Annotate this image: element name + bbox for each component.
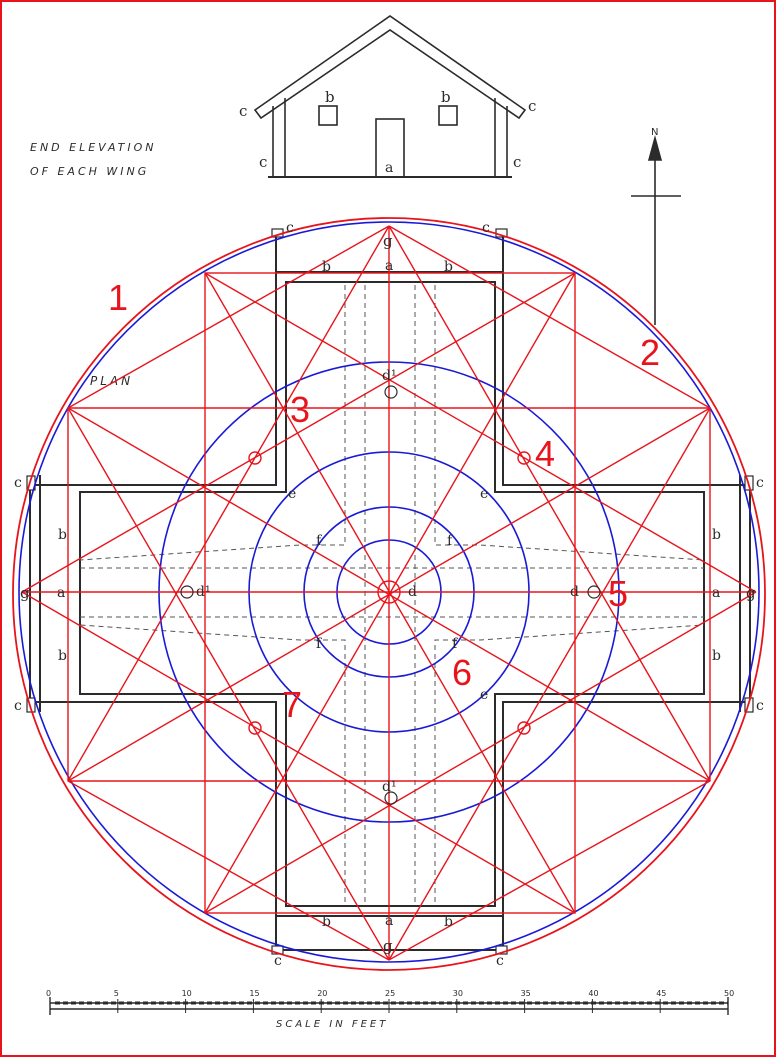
elevation-window-right [438, 105, 458, 126]
marker-2: 2 [640, 332, 660, 373]
interior-dashed [79, 285, 705, 902]
scale-tick-label: 0 [46, 989, 51, 998]
letter-b-n2: b [444, 259, 453, 275]
scale-tick-label: 10 [182, 989, 192, 998]
elevation-title-line2: OF EACH WING [30, 165, 149, 178]
letter-b-e2: b [712, 648, 721, 664]
north-label: N [651, 127, 658, 138]
letter-c-4: c [756, 475, 764, 491]
letter-b-w1: b [58, 527, 67, 543]
letter-b-w2: b [58, 648, 67, 664]
letter-d1-north: d¹ [382, 368, 397, 384]
letter-c-8: c [496, 953, 504, 969]
letter-b-s2: b [444, 914, 453, 930]
scale-tick-label: 20 [317, 989, 327, 998]
marker-4: 4 [535, 433, 555, 474]
elevation-door [375, 118, 405, 178]
letter-a-west: a [57, 585, 65, 601]
letter-g-south: g [383, 937, 393, 955]
elevation-label-c-base-right: c [513, 153, 521, 171]
letter-d1-west: d¹ [196, 584, 211, 600]
plan-letters: g g g g a a a a b b b b b b b b c c c c … [14, 220, 764, 969]
north-arrow [631, 134, 681, 325]
letter-c-5: c [14, 698, 22, 714]
inner-wall-outline [79, 281, 705, 907]
letter-d-east: d [570, 584, 579, 600]
letter-e-ne: e [480, 486, 488, 502]
marker-3: 3 [290, 389, 310, 430]
letter-f-se: f [452, 636, 459, 652]
scale-tick-labels: 0 5 10 15 20 25 30 35 40 45 50 [46, 989, 734, 1013]
plan-title: PLAN [90, 374, 133, 388]
red-markers: 1 2 3 4 5 6 7 [108, 277, 660, 725]
letter-e-se: e [480, 687, 488, 703]
scale-tick-label: 35 [521, 989, 531, 998]
letter-g-east: g [746, 584, 756, 602]
marker-1: 1 [108, 277, 128, 318]
red-geometry [12, 217, 766, 971]
elevation-label-c-roof-left: c [239, 102, 247, 120]
elevation-labels: b b a c c c c [239, 88, 536, 176]
red-rectangle [204, 272, 576, 914]
letter-d-center: d [408, 584, 417, 600]
letter-b-e1: b [712, 527, 721, 543]
marker-6: 6 [452, 652, 472, 693]
scale-tick-label: 25 [385, 989, 395, 998]
letter-a-east: a [712, 585, 720, 601]
letter-g-north: g [383, 232, 393, 250]
letter-g-west: g [20, 584, 30, 602]
letter-f-nw: f [316, 533, 323, 549]
end-elevation [253, 15, 527, 178]
elevation-title-line1: END ELEVATION [30, 141, 157, 154]
letter-f-ne: f [447, 533, 454, 549]
letter-a-south: a [385, 913, 393, 929]
scale-tick-label: 15 [249, 989, 259, 998]
elevation-label-a: a [385, 160, 393, 176]
scale-tick-label: 50 [724, 989, 734, 998]
elevation-window-left [318, 105, 338, 126]
outer-red-circle [12, 217, 766, 971]
letter-e-nw: e [288, 486, 296, 502]
letter-c-7: c [274, 953, 282, 969]
letter-c-3: c [14, 475, 22, 491]
scale-tick-label: 40 [588, 989, 598, 998]
scale-tick-label: 30 [453, 989, 463, 998]
letter-f-sw: f [316, 636, 323, 652]
marker-7: 7 [282, 684, 302, 725]
elevation-label-b-right: b [441, 88, 451, 106]
letter-c-2: c [482, 220, 490, 236]
scale-caption: SCALE IN FEET [276, 1019, 388, 1030]
elevation-label-b-left: b [325, 88, 335, 106]
elevation-label-c-roof-right: c [528, 97, 536, 115]
marker-5: 5 [608, 573, 628, 614]
scale-tick-label: 5 [114, 989, 119, 998]
outer-blue-circle [18, 221, 760, 963]
letter-c-1: c [286, 220, 294, 236]
letter-a-north: a [385, 258, 393, 274]
letter-d1-south: d¹ [382, 779, 397, 795]
gray-post-circles [180, 385, 601, 805]
letter-c-6: c [756, 698, 764, 714]
elevation-roof [253, 15, 527, 120]
elevation-label-c-base-left: c [259, 153, 267, 171]
letter-b-n1: b [322, 259, 331, 275]
letter-b-s1: b [322, 914, 331, 930]
scale-tick-label: 45 [656, 989, 666, 998]
